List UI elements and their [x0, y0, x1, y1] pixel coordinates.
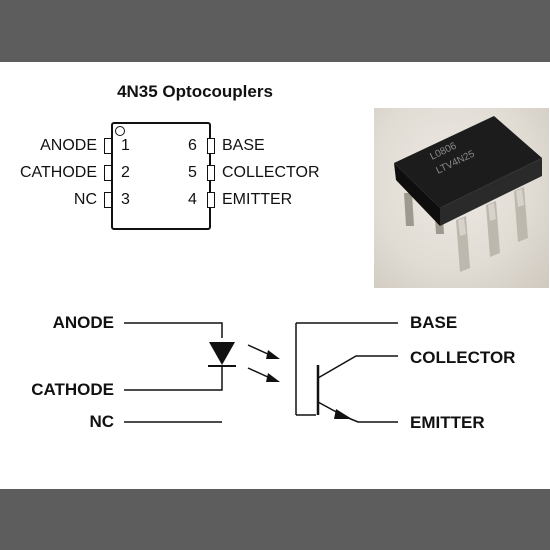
pin-label-collector: COLLECTOR: [222, 164, 320, 181]
anode-wire: [124, 322, 223, 338]
schematic-label-base: BASE: [410, 313, 458, 332]
pin-label-anode: ANODE: [40, 137, 97, 154]
schematic-label-nc: NC: [89, 412, 114, 431]
pin-stub-3: [104, 192, 112, 208]
pin-label-base: BASE: [222, 137, 265, 154]
schematic-label-emitter: EMITTER: [410, 413, 485, 432]
pin-number-5: 5: [188, 164, 197, 181]
pin-stub-1: [104, 138, 112, 154]
schematic-label-cathode: CATHODE: [31, 380, 114, 399]
pin-number-1: 1: [121, 137, 130, 154]
pin-number-3: 3: [121, 191, 130, 208]
schematic-label-collector: COLLECTOR: [410, 348, 516, 367]
diode-icon: [209, 342, 235, 365]
emitter-arrow-icon: [334, 409, 352, 419]
pin-number-2: 2: [121, 164, 130, 181]
schematic-label-anode: ANODE: [52, 313, 114, 332]
pin-stub-2: [104, 165, 112, 181]
emitter-wire-b: [345, 416, 398, 423]
bottom-band: [0, 489, 550, 550]
pin-number-4: 4: [188, 191, 197, 208]
pin-label-nc: NC: [73, 191, 97, 208]
pin-stub-4: [207, 192, 215, 208]
top-band: [0, 0, 550, 62]
light-arrow-2-icon: [266, 373, 280, 382]
chip-photo: L0806 LTV4N25: [374, 108, 549, 288]
light-arrow-2-shaft: [247, 367, 271, 379]
pin-label-emitter: EMITTER: [222, 191, 293, 208]
collector-wire: [317, 355, 398, 379]
cathode-wire: [124, 366, 223, 391]
page-title: 4N35 Optocouplers: [117, 82, 273, 101]
pin-stub-6: [207, 138, 215, 154]
pin1-marker-icon: [115, 126, 125, 136]
pin-stub-5: [207, 165, 215, 181]
pin-label-cathode: CATHODE: [19, 164, 97, 181]
pin-number-6: 6: [188, 137, 197, 154]
light-arrow-1-shaft: [247, 344, 271, 356]
chip-photo-icon: L0806 LTV4N25: [394, 116, 542, 272]
light-arrow-1-icon: [266, 350, 280, 359]
